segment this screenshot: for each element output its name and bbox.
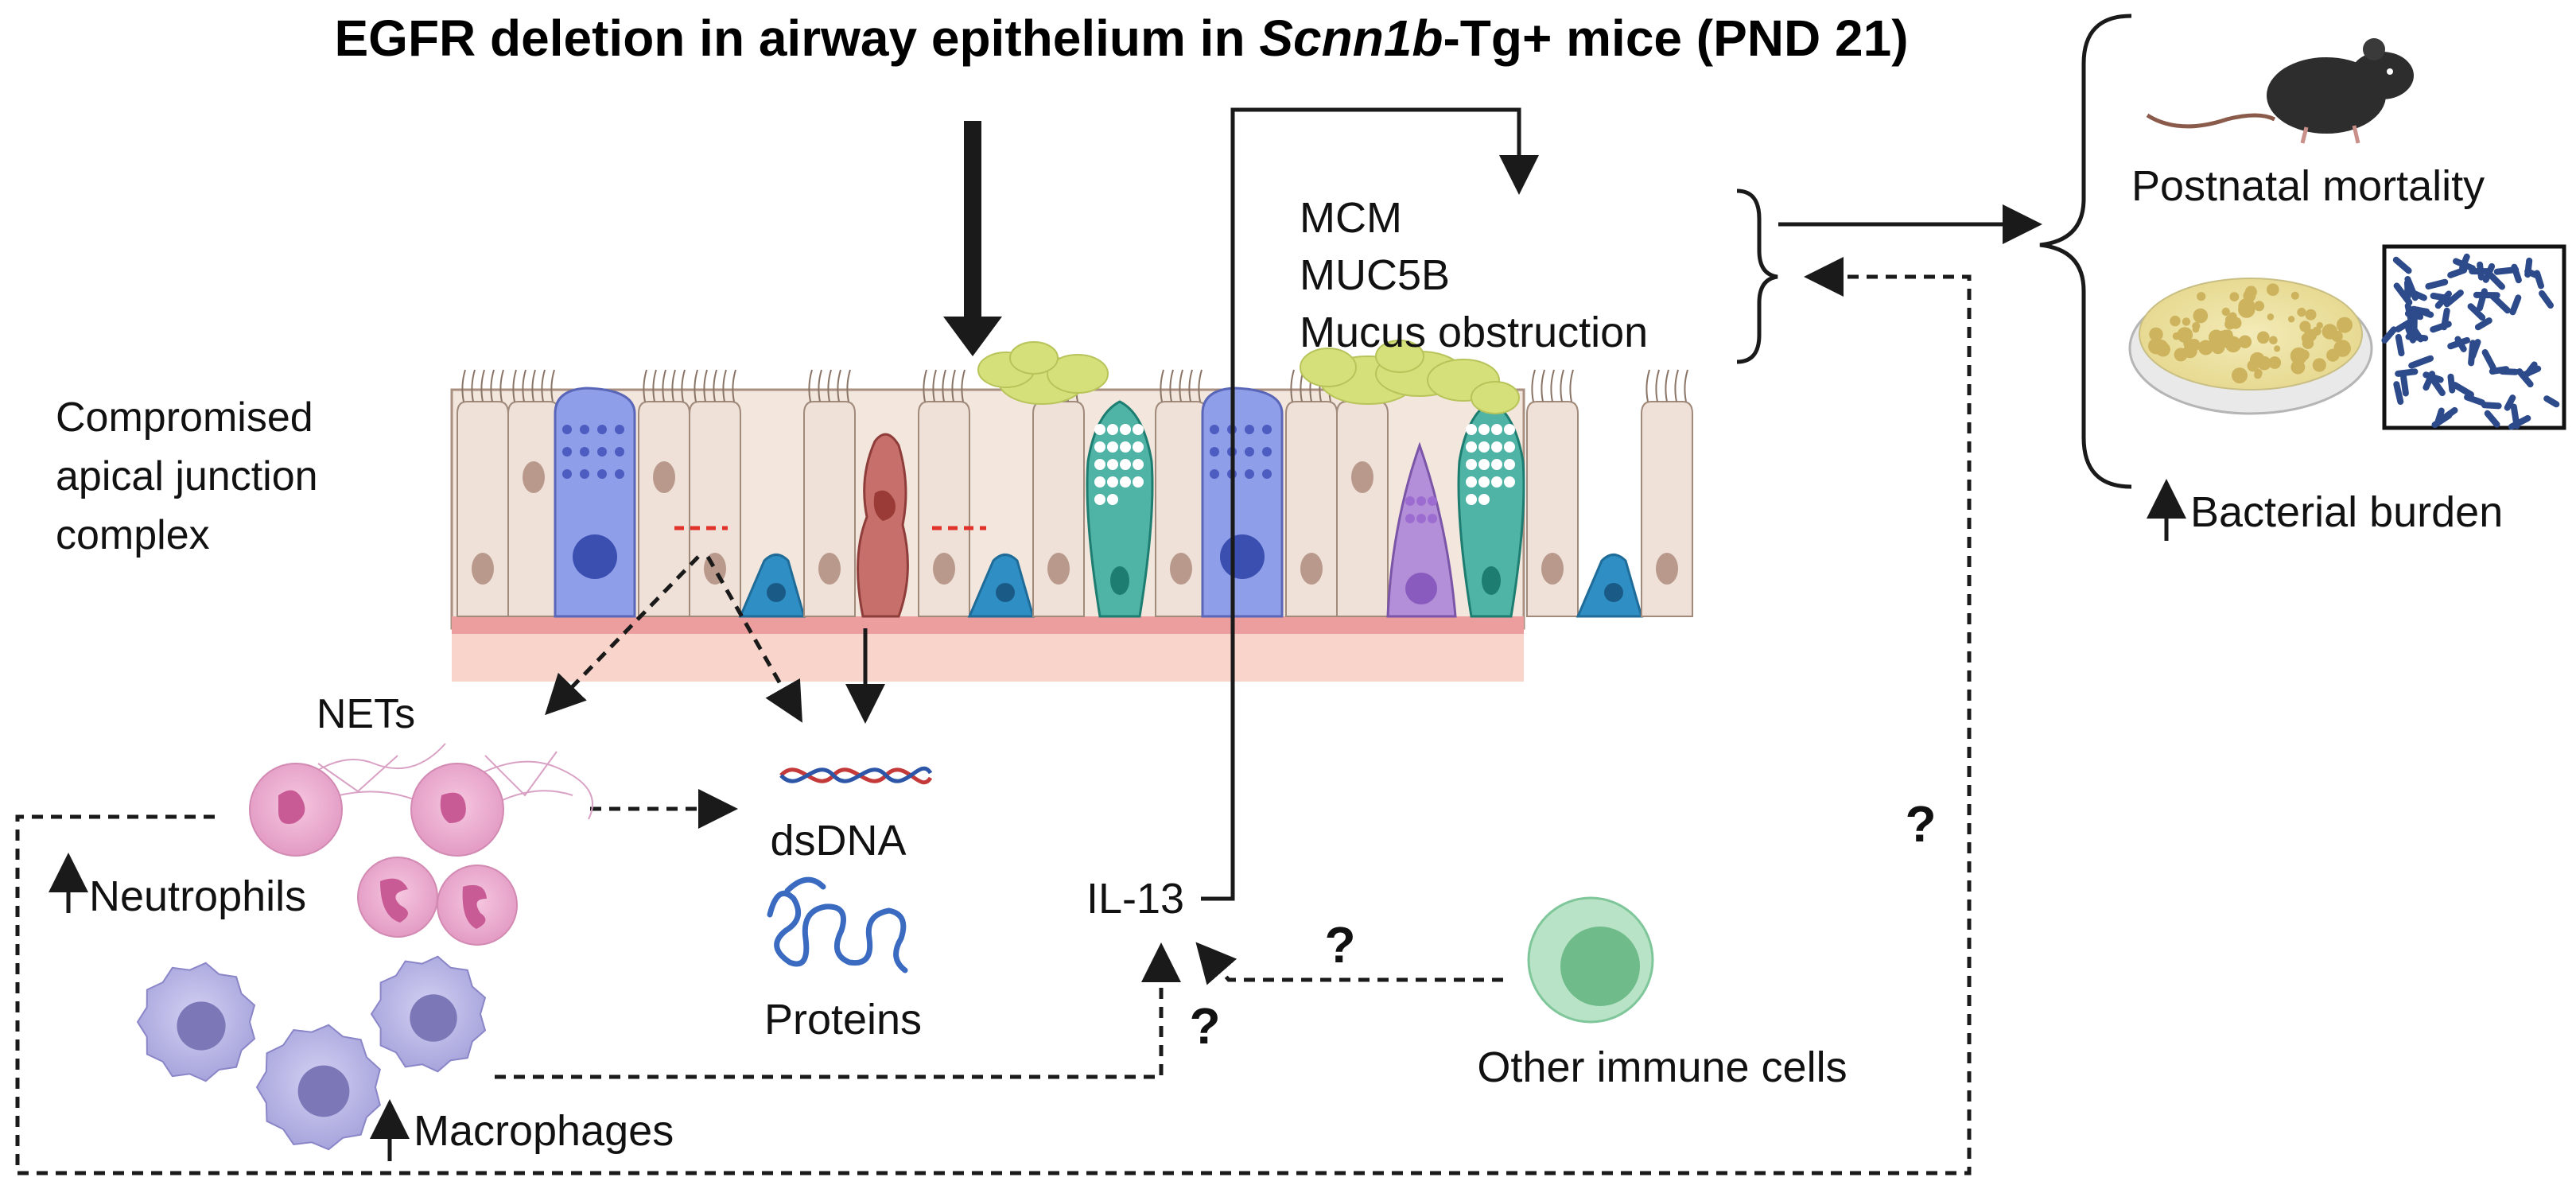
compromised-label-line2: apical junction xyxy=(56,453,318,499)
nets-label: NETs xyxy=(317,691,415,737)
proteins-label: Proteins xyxy=(764,996,922,1043)
mortality-label: Postnatal mortality xyxy=(2131,162,2485,210)
ciliated-cell xyxy=(638,401,690,617)
petri-dish-icon xyxy=(2128,278,2373,415)
ciliated-cell xyxy=(803,401,856,617)
secretory-cell xyxy=(1386,441,1457,618)
arrow-immune-to-il13 xyxy=(1195,942,1503,985)
nets-icon xyxy=(249,743,593,857)
neutrophils-icon xyxy=(357,857,518,946)
question-mark: ? xyxy=(1905,795,1936,853)
il13-label: IL-13 xyxy=(1086,875,1184,923)
other-immune-label: Other immune cells xyxy=(1477,1043,1847,1091)
ciliated-cell xyxy=(689,401,741,617)
club-cell xyxy=(1201,387,1284,618)
bacterial-label: Bacterial burden xyxy=(2190,488,2503,536)
question-mark: ? xyxy=(1324,916,1355,973)
ciliated-cell xyxy=(918,401,970,617)
mcm-label: MCM xyxy=(1300,194,1402,242)
compromised-label-line3: complex xyxy=(56,512,210,558)
macrophages-icon xyxy=(136,955,487,1151)
macrophages-label: Macrophages xyxy=(414,1107,674,1155)
ciliated-cell xyxy=(1641,401,1693,617)
goblet-cell xyxy=(1086,400,1154,618)
damaged-cell xyxy=(857,433,909,618)
mucus-obstruction-label: Mucus obstruction xyxy=(1300,309,1648,356)
brace-right xyxy=(1736,188,1778,364)
arrow-macrophages-to-il13 xyxy=(495,942,1181,1079)
ciliated-cell xyxy=(507,401,560,617)
airway-epithelium xyxy=(450,369,1693,682)
immune-cell-icon xyxy=(1527,896,1654,1024)
muc5b-label: MUC5B xyxy=(1300,251,1450,299)
bacteria-icon xyxy=(2381,244,2566,430)
mouse-icon xyxy=(2146,38,2414,144)
neutrophils-label: Neutrophils xyxy=(89,872,306,920)
ciliated-cell xyxy=(1336,401,1389,617)
dsdna-label: dsDNA xyxy=(770,817,906,865)
title: EGFR deletion in airway epithelium in Sc… xyxy=(334,10,1908,67)
dna-icon xyxy=(779,766,933,785)
compromised-label-line1: Compromised xyxy=(56,394,313,441)
arrow-il13-to-mcm xyxy=(1201,107,1539,901)
main-down-arrow xyxy=(943,121,1002,356)
protein-icon xyxy=(767,876,908,973)
ciliated-cell xyxy=(1032,401,1085,617)
question-mark: ? xyxy=(1189,997,1220,1055)
arrow-junction-to-nets xyxy=(545,555,700,716)
arrow-neutrophils-loop xyxy=(15,257,1972,1175)
club-cell xyxy=(554,387,636,618)
mucus-icon xyxy=(977,340,1520,414)
brace-outcomes xyxy=(2039,14,2132,489)
ciliated-cell xyxy=(1526,401,1579,617)
